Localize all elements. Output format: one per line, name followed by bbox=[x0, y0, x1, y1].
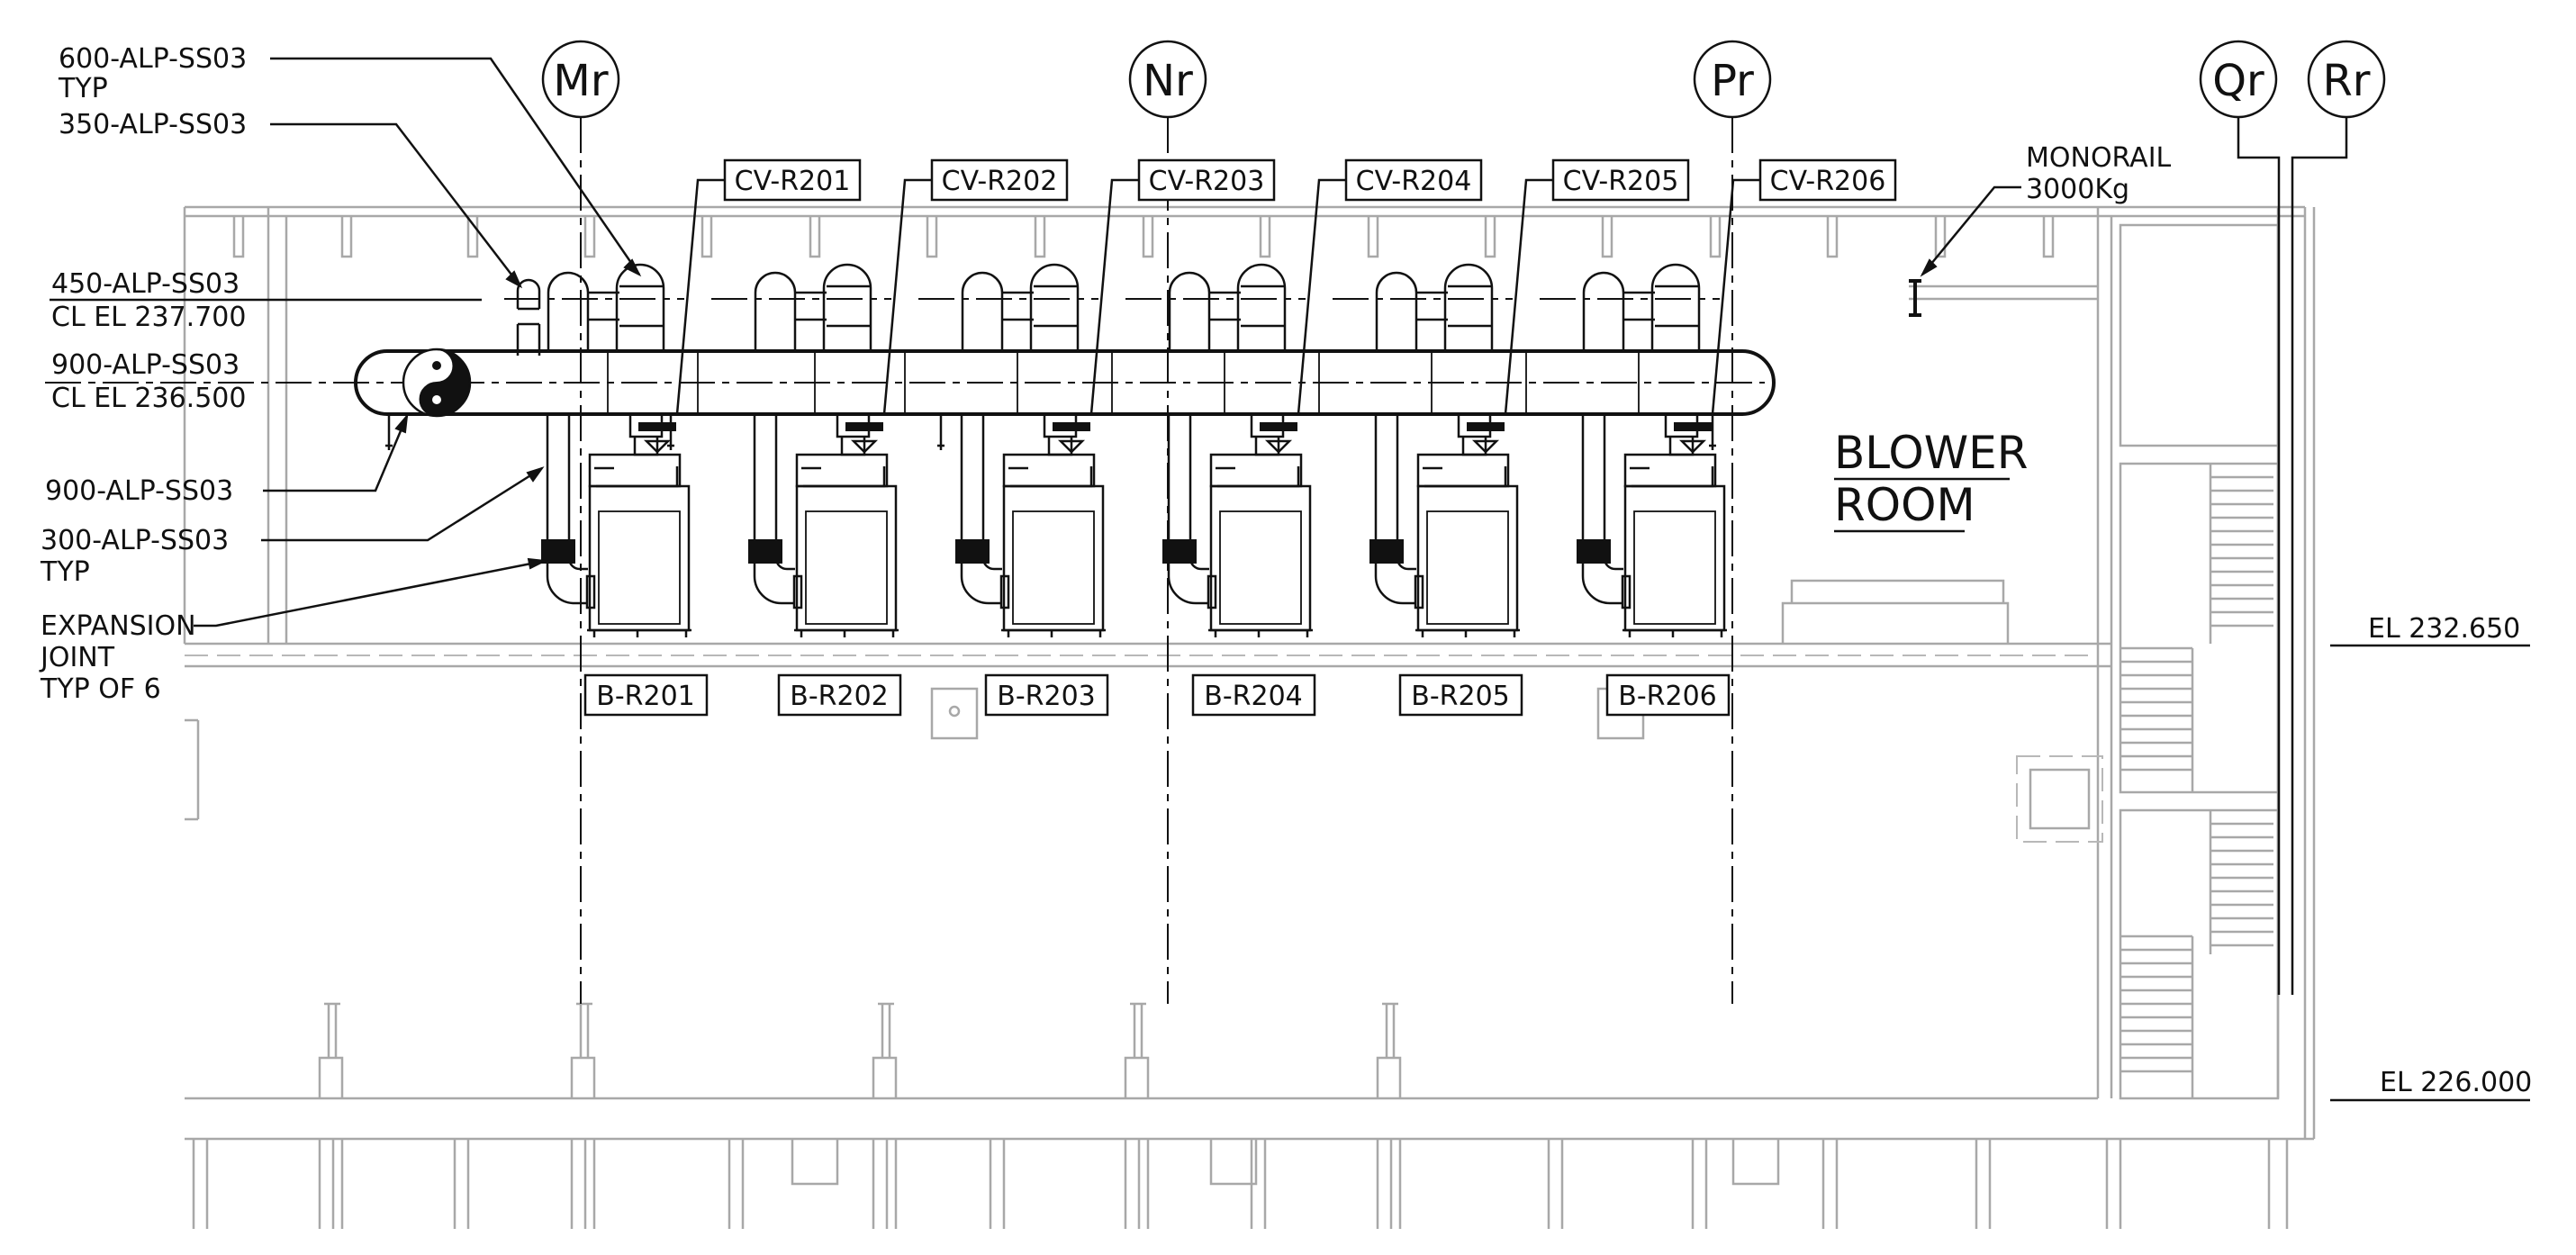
grid-bubble-pr: Pr bbox=[1693, 40, 1772, 119]
valve-tag-label: CV-R203 bbox=[1149, 166, 1265, 197]
grid-label-qr: Qr bbox=[2212, 56, 2264, 106]
blower-tags: B-R201 B-R202 B-R203 B-R204 B-R205 B-R20… bbox=[583, 673, 1731, 717]
blower-train-5 bbox=[1333, 263, 1520, 637]
elevation-lower: EL 226.000 bbox=[2330, 1067, 2532, 1102]
blower-tag-label: B-R202 bbox=[790, 681, 889, 712]
callout-ej-line3: TYP OF 6 bbox=[40, 673, 161, 705]
callout-expansion-joint: EXPANSION JOINT TYP OF 6 bbox=[39, 557, 548, 705]
grid-bubble-qr: Qr bbox=[2199, 40, 2278, 119]
blower-tag-label: B-R205 bbox=[1411, 681, 1510, 712]
valve-tags: CV-R201 CV-R202 CV-R203 CV-R204 CV-R205 … bbox=[675, 158, 1897, 415]
blower-train-6 bbox=[1540, 263, 1727, 637]
building-structure bbox=[183, 205, 2316, 1229]
blower-tag-b-r205: B-R205 bbox=[1398, 673, 1523, 717]
callout-900h-line1: 900-ALP-SS03 bbox=[51, 349, 240, 381]
grid-bubble-rr: Rr bbox=[2307, 40, 2386, 119]
callout-350-alp: 350-ALP-SS03 bbox=[59, 109, 523, 289]
blower-tag-label: B-R201 bbox=[596, 681, 695, 712]
blower-tag-b-r206: B-R206 bbox=[1605, 673, 1731, 717]
callout-450-line2: CL EL 237.700 bbox=[51, 302, 246, 333]
valve-tag-label: CV-R202 bbox=[942, 166, 1058, 197]
callout-300-line1: 300-ALP-SS03 bbox=[41, 525, 229, 556]
blower-tag-b-r202: B-R202 bbox=[777, 673, 902, 717]
callout-ej-line2: JOINT bbox=[39, 642, 115, 673]
monorail-beam bbox=[1909, 279, 2098, 317]
elevation-upper-label: EL 232.650 bbox=[2368, 613, 2520, 645]
blower-train-3 bbox=[918, 263, 1106, 637]
valve-tag-cv-r202: CV-R202 bbox=[882, 158, 1069, 415]
valve-tag-label: CV-R201 bbox=[735, 166, 851, 197]
valve-tag-label: CV-R206 bbox=[1770, 166, 1886, 197]
callout-900-header: 900-ALP-SS03 CL EL 236.500 bbox=[51, 349, 246, 414]
header-pipe-900 bbox=[45, 348, 1776, 450]
blower-train-1 bbox=[504, 263, 691, 637]
blower-tag-label: B-R203 bbox=[997, 681, 1096, 712]
room-label: BLOWER ROOM bbox=[1834, 427, 2029, 533]
callout-900-alp: 900-ALP-SS03 bbox=[45, 412, 409, 507]
grid-bubble-mr: Mr bbox=[541, 40, 620, 119]
valve-tag-label: CV-R204 bbox=[1356, 166, 1472, 197]
blower-train-2 bbox=[711, 263, 899, 637]
blower-tag-b-r204: B-R204 bbox=[1191, 673, 1316, 717]
callout-300-alp: 300-ALP-SS03 TYP bbox=[40, 466, 545, 588]
blower-tag-b-r201: B-R201 bbox=[583, 673, 709, 717]
blower-train-4 bbox=[1125, 263, 1313, 637]
callout-300-line2: TYP bbox=[40, 556, 90, 588]
grid-lines bbox=[580, 117, 2348, 1004]
room-label-line2: ROOM bbox=[1834, 479, 1975, 531]
valve-tag-cv-r205: CV-R205 bbox=[1504, 158, 1690, 415]
room-label-line1: BLOWER bbox=[1834, 427, 2029, 479]
flow-symbol-icon bbox=[402, 348, 472, 418]
callout-900h-line2: CL EL 236.500 bbox=[51, 383, 246, 414]
callout-ej-line1: EXPANSION bbox=[41, 610, 196, 642]
callout-350-line1: 350-ALP-SS03 bbox=[59, 109, 247, 140]
callout-600-alp: 600-ALP-SS03 TYP bbox=[58, 43, 642, 277]
valve-tag-cv-r204: CV-R204 bbox=[1297, 158, 1483, 415]
valve-tag-cv-r203: CV-R203 bbox=[1089, 158, 1276, 415]
grid-label-mr: Mr bbox=[553, 56, 608, 106]
grid-label-nr: Nr bbox=[1143, 56, 1193, 106]
valve-tag-label: CV-R205 bbox=[1563, 166, 1679, 197]
callout-450-alp: 450-ALP-SS03 CL EL 237.700 bbox=[50, 268, 482, 333]
valve-tag-cv-r201: CV-R201 bbox=[675, 158, 862, 415]
valve-tag-cv-r206: CV-R206 bbox=[1711, 158, 1897, 415]
elevation-lower-label: EL 226.000 bbox=[2380, 1067, 2532, 1098]
callout-monorail-line1: MONORAIL bbox=[2026, 142, 2172, 174]
grid-label-rr: Rr bbox=[2322, 56, 2370, 106]
callout-monorail-line2: 3000Kg bbox=[2026, 174, 2129, 205]
grid-label-pr: Pr bbox=[1711, 56, 1754, 106]
callout-450-line1: 450-ALP-SS03 bbox=[51, 268, 240, 300]
callout-900-line1: 900-ALP-SS03 bbox=[45, 475, 233, 507]
elevation-upper: EL 232.650 bbox=[2330, 613, 2530, 647]
blower-tag-b-r203: B-R203 bbox=[984, 673, 1109, 717]
callout-600-line1: 600-ALP-SS03 bbox=[59, 43, 247, 75]
blower-tag-label: B-R204 bbox=[1204, 681, 1303, 712]
callout-monorail: MONORAIL 3000Kg bbox=[1920, 142, 2172, 277]
stair-hatch bbox=[2120, 464, 2273, 1098]
callout-600-line2: TYP bbox=[58, 73, 108, 104]
grid-bubble-nr: Nr bbox=[1128, 40, 1207, 119]
blower-tag-label: B-R206 bbox=[1618, 681, 1717, 712]
